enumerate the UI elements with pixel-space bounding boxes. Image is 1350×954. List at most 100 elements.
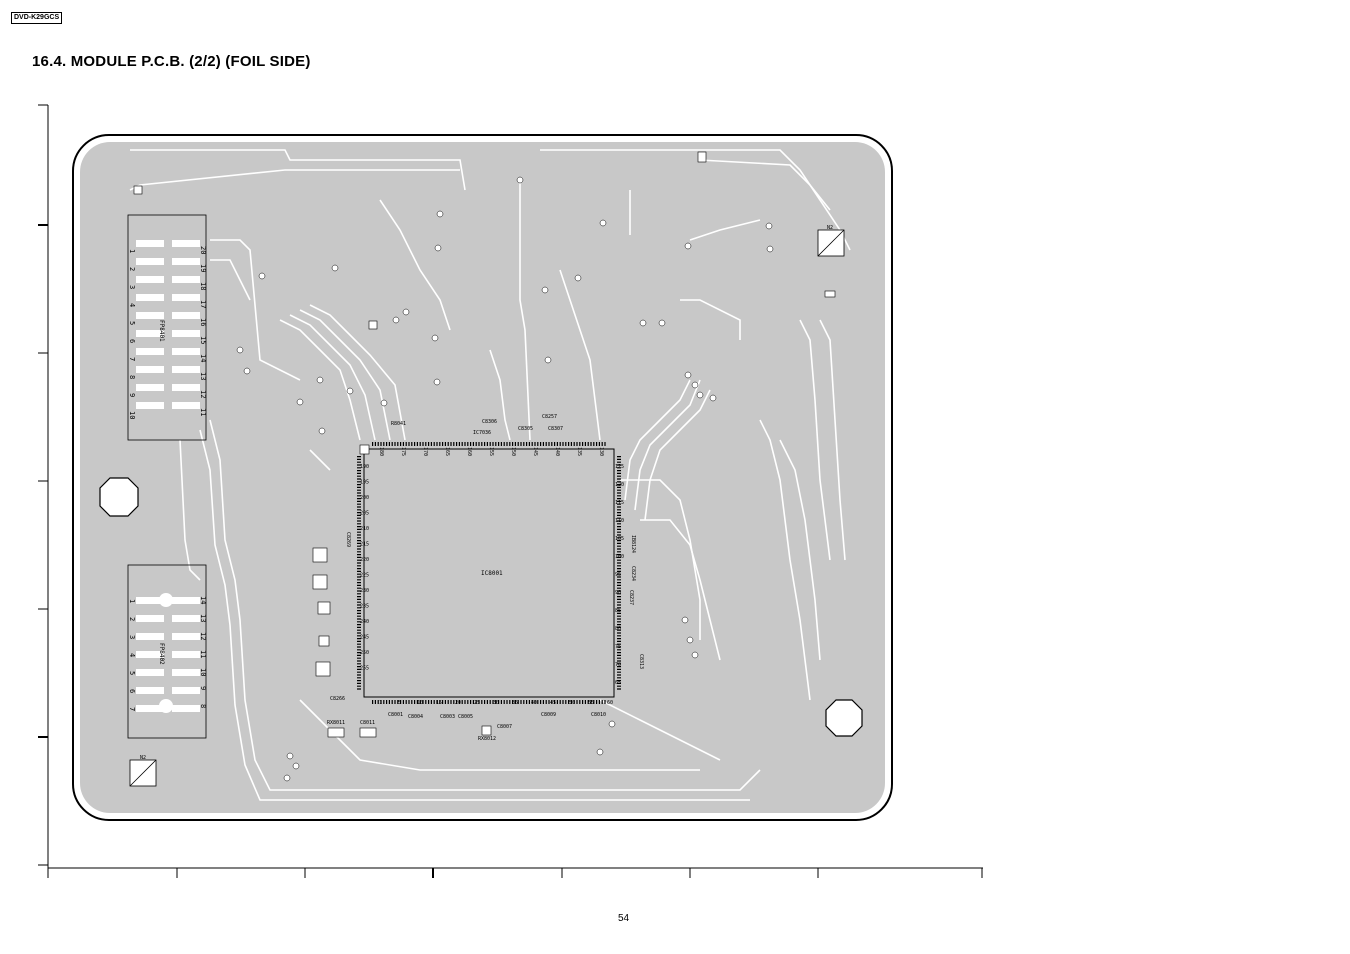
fp8401-pin-label: 14 bbox=[199, 354, 207, 362]
ic-pin-number: 85 bbox=[615, 608, 621, 614]
fp8401-pin-label: 18 bbox=[199, 282, 207, 290]
grid-frame bbox=[38, 104, 983, 878]
fp8401-pin-label: 4 bbox=[128, 303, 136, 307]
component-ref-label: C8011 bbox=[360, 720, 375, 726]
ic-pin-number: 45 bbox=[550, 700, 556, 706]
ic-pin-number: 160 bbox=[466, 447, 472, 456]
fp8401-pin-label: 10 bbox=[128, 411, 136, 419]
ic-pin-number: 70 bbox=[615, 662, 621, 668]
component-ref-label: C8234 bbox=[630, 566, 636, 581]
component-ref-label: IC7036 bbox=[473, 430, 491, 436]
fp8402-pin-label: 7 bbox=[128, 707, 136, 711]
fp8402-pin-label: 3 bbox=[128, 635, 136, 639]
section-title: 16.4. MODULE P.C.B. (2/2) (FOIL SIDE) bbox=[32, 53, 311, 70]
fp8401-pin-label: 6 bbox=[128, 339, 136, 343]
ic-pin-number: 245 bbox=[360, 635, 369, 641]
ic-pin-number: 150 bbox=[510, 447, 516, 456]
fp8402-pin-label: 10 bbox=[199, 668, 207, 676]
ic-pin-number: 235 bbox=[360, 604, 369, 610]
fp8402-pin-label: 5 bbox=[128, 671, 136, 675]
ic-pin-number: 130 bbox=[598, 447, 604, 456]
connector-fp8401 bbox=[127, 214, 207, 441]
fp8401-pin-label: 9 bbox=[128, 393, 136, 397]
ic-pin-number: 225 bbox=[360, 573, 369, 579]
fp8401-ref-label: FP8401 bbox=[158, 320, 165, 342]
component-ref-label: C8257 bbox=[542, 414, 557, 420]
ic-pin-number: 190 bbox=[360, 464, 369, 470]
component-ref-label: C8010 bbox=[591, 712, 606, 718]
fp8402-pin-label: 14 bbox=[199, 596, 207, 604]
ic-pin-number: 140 bbox=[554, 447, 560, 456]
ic-pin-number: 40 bbox=[531, 700, 537, 706]
ic-pin-number: 30 bbox=[493, 700, 499, 706]
ic-pin-number: 55 bbox=[588, 700, 594, 706]
n2-markers bbox=[129, 229, 845, 787]
ic-pin-number: 230 bbox=[360, 588, 369, 594]
ic-pin-number: 135 bbox=[576, 447, 582, 456]
ic-pin-number: 250 bbox=[360, 650, 369, 656]
fp8402-pin-label: 9 bbox=[199, 686, 207, 690]
component-ref-label: C8005 bbox=[458, 714, 473, 720]
ic-pin-number: 215 bbox=[360, 542, 369, 548]
ic-pin-number: 25 bbox=[474, 700, 480, 706]
ic-pin-number: 105 bbox=[615, 536, 624, 542]
small-parts bbox=[133, 151, 836, 738]
component-ref-label: IB8124 bbox=[630, 535, 636, 553]
ic-pin-number: 170 bbox=[422, 447, 428, 456]
ic-pin-number: 5 bbox=[398, 700, 401, 706]
fp8401-pin-label: 1 bbox=[128, 249, 136, 253]
n2-marker-label: N2 bbox=[140, 755, 146, 761]
fp8402-pin-label: 4 bbox=[128, 653, 136, 657]
ic-pin-number: 60 bbox=[607, 700, 613, 706]
ic-pin-number: 210 bbox=[360, 526, 369, 532]
n2-marker-label: N2 bbox=[827, 225, 833, 231]
ic-pin-number: 180 bbox=[378, 447, 384, 456]
ic-pin-number: 20 bbox=[455, 700, 461, 706]
ic-pin-number: 10 bbox=[417, 700, 423, 706]
ic-pin-number: 125 bbox=[615, 464, 624, 470]
fp8401-pin-label: 2 bbox=[128, 267, 136, 271]
fp8401-pin-label: 20 bbox=[199, 246, 207, 254]
ic-pin-number: 195 bbox=[360, 480, 369, 486]
fp8401-pin-label: 11 bbox=[199, 408, 207, 416]
ic-pin-number: 1 bbox=[379, 700, 382, 706]
fp8401-pin-label: 5 bbox=[128, 321, 136, 325]
ic-pin-number: 205 bbox=[360, 511, 369, 517]
ic-pin-number: 100 bbox=[615, 554, 624, 560]
ic-pin-number: 155 bbox=[488, 447, 494, 456]
ic-pin-number: 75 bbox=[615, 644, 621, 650]
component-ref-label: C8266 bbox=[330, 696, 345, 702]
component-ref-label: R8041 bbox=[391, 421, 406, 427]
fp8401-pin-label: 8 bbox=[128, 375, 136, 379]
component-ref-label: C8306 bbox=[482, 419, 497, 425]
ic-pin-number: 110 bbox=[615, 518, 624, 524]
component-ref-label: C8269 bbox=[345, 532, 351, 547]
fp8402-pin-label: 13 bbox=[199, 614, 207, 622]
ic8001 bbox=[357, 442, 621, 704]
component-ref-label: C8009 bbox=[541, 712, 556, 718]
ic-pin-number: 115 bbox=[615, 500, 624, 506]
component-ref-label: RX8011 bbox=[327, 720, 345, 726]
ic-pin-number: 50 bbox=[569, 700, 575, 706]
fp8401-pin-label: 15 bbox=[199, 336, 207, 344]
component-ref-label: C8237 bbox=[628, 590, 634, 605]
ic8001-label: IC8001 bbox=[481, 570, 503, 577]
component-ref-label: C8307 bbox=[548, 426, 563, 432]
ic-pin-number: 240 bbox=[360, 619, 369, 625]
ic-pin-number: 220 bbox=[360, 557, 369, 563]
board-labels: 1234567891020191817161514131211FP8401123… bbox=[128, 225, 833, 761]
component-ref-label: RX8012 bbox=[478, 736, 496, 742]
fp8402-ref-label: FP8402 bbox=[158, 643, 165, 665]
fp8402-pin-label: 2 bbox=[128, 617, 136, 621]
fp8402-pin-label: 11 bbox=[199, 650, 207, 658]
component-ref-label: C8305 bbox=[518, 426, 533, 432]
connector-fp8402 bbox=[127, 564, 207, 739]
fp8401-pin-label: 13 bbox=[199, 372, 207, 380]
fp8401-pin-label: 7 bbox=[128, 357, 136, 361]
ic-pin-number: 80 bbox=[615, 626, 621, 632]
ic-pin-number: 255 bbox=[360, 666, 369, 672]
ic-pin-number: 90 bbox=[615, 590, 621, 596]
fp8401-pin-label: 19 bbox=[199, 264, 207, 272]
fp8402-pin-label: 12 bbox=[199, 632, 207, 640]
fp8402-pin-label: 6 bbox=[128, 689, 136, 693]
